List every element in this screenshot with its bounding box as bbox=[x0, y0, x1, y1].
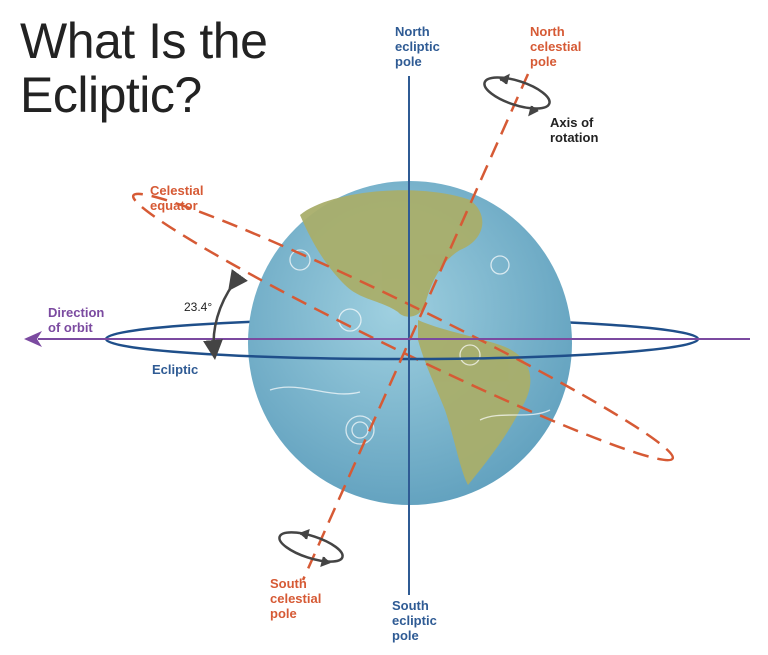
page-title: What Is the Ecliptic? bbox=[20, 13, 268, 123]
label-line: celestial bbox=[530, 39, 582, 54]
axis-of-rotation-label: Axis of rotation bbox=[550, 115, 598, 145]
label-line: Axis of bbox=[550, 115, 594, 130]
north-rotation-arrow-icon bbox=[483, 73, 551, 117]
orbit-arrow-icon bbox=[24, 331, 42, 347]
label-line: Celestial bbox=[150, 183, 204, 198]
north-ecliptic-pole-label: North ecliptic pole bbox=[395, 24, 440, 69]
north-celestial-pole-label: North celestial pole bbox=[530, 24, 581, 69]
label-line: pole bbox=[530, 54, 557, 69]
celestial-axis bbox=[301, 73, 530, 581]
label-line: North bbox=[530, 24, 565, 39]
label-line: pole bbox=[392, 628, 419, 643]
label-line: Direction bbox=[48, 305, 105, 320]
direction-of-orbit-label: Direction of orbit bbox=[48, 305, 104, 335]
label-line: South bbox=[270, 576, 307, 591]
celestial-equator-ring bbox=[131, 192, 675, 462]
south-rotation-arrow-icon bbox=[278, 528, 344, 568]
label-line: rotation bbox=[550, 130, 599, 145]
south-ecliptic-pole-label: South ecliptic pole bbox=[392, 598, 437, 643]
tilt-angle-label: 23.4° bbox=[184, 300, 213, 314]
cloud-swirls bbox=[269, 249, 551, 445]
ecliptic-label: Ecliptic bbox=[152, 362, 199, 377]
title-line-2: Ecliptic? bbox=[20, 67, 202, 123]
south-celestial-pole-label: South celestial pole bbox=[270, 576, 321, 621]
title-line-1: What Is the bbox=[20, 13, 268, 69]
label-line: North bbox=[395, 24, 430, 39]
label-line: pole bbox=[395, 54, 422, 69]
label-line: ecliptic bbox=[395, 39, 440, 54]
label-line: of orbit bbox=[48, 320, 93, 335]
label-line: pole bbox=[270, 606, 297, 621]
celestial-equator-label: Celestial equator bbox=[150, 183, 203, 213]
label-line: celestial bbox=[270, 591, 322, 606]
label-line: South bbox=[392, 598, 429, 613]
label-line: equator bbox=[150, 198, 198, 213]
label-line: ecliptic bbox=[392, 613, 437, 628]
continents bbox=[300, 190, 531, 485]
tilt-angle-arc bbox=[203, 269, 248, 360]
